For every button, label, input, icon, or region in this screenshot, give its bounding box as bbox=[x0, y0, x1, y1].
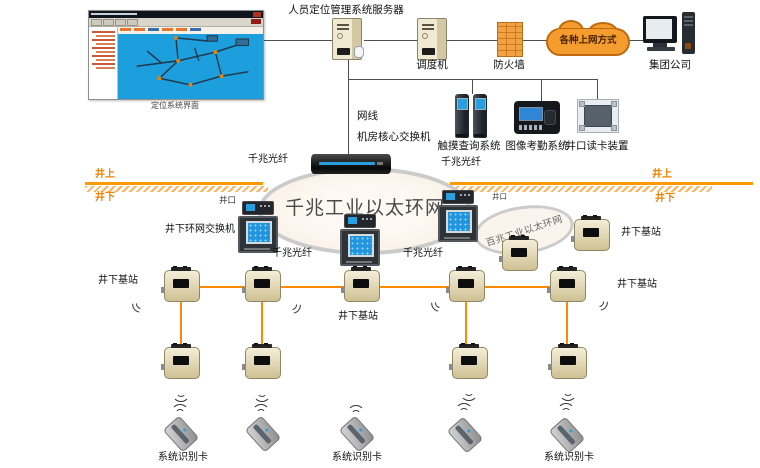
map-link-strip bbox=[118, 27, 263, 34]
internet-cloud: 各种上网方式 bbox=[546, 20, 630, 58]
window-titlebar bbox=[89, 11, 263, 18]
wireless-downlink-icon bbox=[172, 390, 190, 406]
toolbar-button[interactable] bbox=[103, 19, 114, 26]
touch-kiosk-icon bbox=[473, 94, 487, 138]
base-station bbox=[571, 215, 610, 251]
window-sidebar-tree[interactable] bbox=[89, 27, 118, 99]
toolbar-button[interactable] bbox=[91, 19, 102, 26]
ground-hatch-right bbox=[450, 186, 712, 192]
base-station bbox=[161, 266, 200, 302]
wireless-uplink-icon bbox=[455, 403, 473, 419]
dispatcher-icon bbox=[417, 18, 447, 60]
base-station bbox=[548, 343, 587, 379]
ground-line-right bbox=[450, 182, 753, 185]
base-station-label: 井下基站 bbox=[338, 311, 378, 322]
wireless-signal-icon bbox=[128, 292, 153, 316]
line-drop2 bbox=[261, 300, 263, 347]
underground-switch-label: 井下环网交换机 bbox=[165, 224, 235, 235]
line-drop3 bbox=[465, 300, 467, 347]
line-monitor-server bbox=[262, 40, 332, 41]
base-station bbox=[446, 266, 485, 302]
attendance-terminal-icon bbox=[514, 101, 560, 134]
id-card-label: 系统识别卡 bbox=[332, 452, 382, 463]
company-label: 集团公司 bbox=[649, 59, 691, 71]
surface-label-left: 井上 bbox=[95, 169, 115, 180]
line-drop1 bbox=[180, 300, 182, 347]
dispatcher-label: 调度机 bbox=[416, 59, 448, 71]
base-station bbox=[499, 235, 538, 271]
reader-label: 井口读卡装置 bbox=[565, 140, 629, 152]
gigabit-ring-label: 千兆工业以太环网 bbox=[284, 198, 445, 219]
fiber-label: 千兆光纤 bbox=[248, 154, 288, 165]
cable-label: 网线 bbox=[357, 110, 378, 122]
wellhead-label-right: 井口 bbox=[492, 192, 507, 201]
kiosk-label: 触摸查询系统 bbox=[437, 140, 501, 152]
line-drop-reader bbox=[597, 79, 598, 99]
base-station bbox=[449, 343, 488, 379]
cloud-label: 各种上网方式 bbox=[559, 35, 617, 46]
core-switch-label: 机房核心交换机 bbox=[357, 131, 431, 143]
window-title-text bbox=[91, 13, 137, 15]
mouse-icon bbox=[354, 46, 364, 58]
line-drop-attendance bbox=[541, 79, 542, 101]
wireless-uplink-icon bbox=[171, 404, 189, 420]
ring-switch-middle bbox=[340, 214, 380, 266]
touch-kiosk-icon bbox=[455, 94, 469, 138]
window-caption: 定位系统界面 bbox=[151, 101, 199, 110]
toolbar-red-button[interactable] bbox=[251, 19, 261, 24]
attendance-label: 图像考勤系统 bbox=[505, 140, 569, 152]
firewall-icon bbox=[497, 22, 523, 57]
wireless-uplink-icon bbox=[557, 403, 575, 419]
wireless-downlink-icon bbox=[253, 390, 271, 406]
wireless-downlink-icon bbox=[460, 389, 478, 405]
firewall-label: 防火墙 bbox=[493, 59, 525, 71]
line-server-down bbox=[348, 57, 349, 155]
id-card-icon bbox=[548, 416, 586, 454]
ground-line-left bbox=[85, 182, 263, 185]
base-station bbox=[161, 343, 200, 379]
wireless-uplink-icon bbox=[347, 405, 365, 421]
positioning-software-window bbox=[88, 10, 264, 100]
fiber-label: 千兆光纤 bbox=[441, 157, 481, 168]
base-station-label: 井下基站 bbox=[98, 275, 138, 286]
base-station bbox=[242, 343, 281, 379]
line-drop-kiosk bbox=[472, 79, 473, 94]
wireless-downlink-icon bbox=[559, 389, 577, 405]
id-card-icon bbox=[446, 416, 484, 454]
server-label: 人员定位管理系统服务器 bbox=[288, 4, 404, 16]
mine-tunnel-map bbox=[136, 35, 250, 87]
window-close-button[interactable] bbox=[253, 12, 261, 17]
wellhead-label-left: 井口 bbox=[219, 195, 237, 205]
toolbar-button[interactable] bbox=[115, 19, 126, 26]
wireless-uplink-icon bbox=[252, 404, 270, 420]
base-station-label: 井下基站 bbox=[621, 227, 661, 238]
underground-label-left: 井下 bbox=[95, 192, 115, 203]
toolbar-button[interactable] bbox=[127, 19, 138, 26]
id-card-label: 系统识别卡 bbox=[158, 452, 208, 463]
wireless-signal-icon bbox=[280, 293, 305, 317]
id-card-label: 系统识别卡 bbox=[544, 452, 594, 463]
company-computer-icon bbox=[643, 12, 697, 58]
base-station bbox=[341, 266, 380, 302]
base-station bbox=[547, 266, 586, 302]
base-station-label: 井下基站 bbox=[617, 279, 657, 290]
ring-switch-right bbox=[438, 190, 478, 242]
ground-hatch-left bbox=[85, 186, 268, 192]
fiber-label: 千兆光纤 bbox=[403, 248, 443, 259]
base-station bbox=[242, 266, 281, 302]
line-drop4 bbox=[566, 300, 568, 347]
ring-switch-left bbox=[238, 201, 278, 253]
surface-label-right: 井上 bbox=[652, 169, 672, 180]
wireless-signal-icon bbox=[587, 290, 612, 314]
window-toolbar bbox=[89, 18, 263, 27]
core-switch-icon bbox=[311, 154, 391, 174]
mine-map-view[interactable] bbox=[118, 27, 263, 99]
fiber-label: 千兆光纤 bbox=[272, 248, 312, 259]
card-reader-icon bbox=[577, 99, 619, 133]
underground-label-right: 井下 bbox=[655, 193, 675, 204]
